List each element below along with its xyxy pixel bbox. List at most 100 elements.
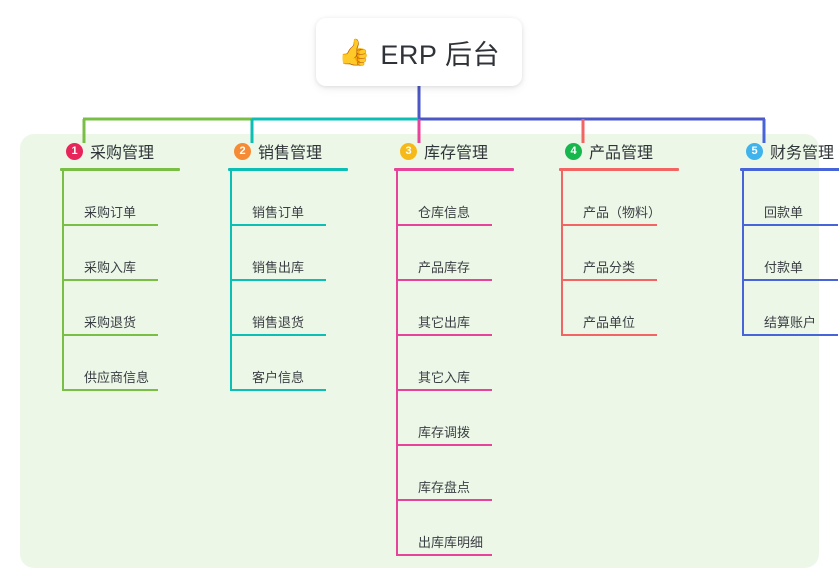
branch-item-rule bbox=[561, 279, 657, 281]
branch-item-rule bbox=[396, 224, 492, 226]
branch-index-badge: 5 bbox=[746, 142, 763, 160]
branch-index-badge: 2 bbox=[234, 142, 251, 160]
branch-header-rule bbox=[60, 168, 180, 171]
branch-item-rule bbox=[396, 499, 492, 501]
branch-columns: 1 采购管理采购订单采购入库采购退货供应商信息 2 销售管理销售订单销售出库销售退货客… bbox=[20, 134, 839, 568]
branch-item-label: 产品单位 bbox=[583, 315, 636, 330]
branch-column-1: 1 采购管理采购订单采购入库采购退货供应商信息 bbox=[48, 134, 208, 391]
branch-item-rule bbox=[230, 334, 326, 336]
branch-item[interactable]: 产品单位 bbox=[561, 281, 707, 336]
branch-item-rule bbox=[396, 444, 492, 446]
branch-item-rule bbox=[396, 279, 492, 281]
branch-item-label: 产品（物料） bbox=[583, 205, 662, 220]
branch-item-label: 库存盘点 bbox=[418, 480, 471, 495]
branch-item-rule bbox=[62, 389, 158, 391]
branch-header-5[interactable]: 5 财务管理 bbox=[728, 134, 839, 168]
branch-title: 产品管理 bbox=[589, 145, 654, 162]
branch-item-label: 产品库存 bbox=[418, 260, 471, 275]
branch-item-label: 结算账户 bbox=[764, 315, 817, 330]
branch-item-label: 销售订单 bbox=[252, 205, 305, 220]
branch-item[interactable]: 其它出库 bbox=[396, 281, 542, 336]
branch-item-label: 回款单 bbox=[764, 205, 804, 220]
branch-item-label: 出库库明细 bbox=[418, 535, 484, 550]
branch-item-rule bbox=[396, 389, 492, 391]
branch-item-label: 产品分类 bbox=[583, 260, 636, 275]
branch-item-label: 客户信息 bbox=[252, 370, 305, 385]
branch-item[interactable]: 付款单 bbox=[742, 226, 839, 281]
branch-item[interactable]: 库存盘点 bbox=[396, 446, 542, 501]
branch-item-rule bbox=[396, 554, 492, 556]
branch-item[interactable]: 采购退货 bbox=[62, 281, 208, 336]
branch-item[interactable]: 产品（物料） bbox=[561, 171, 707, 226]
branch-column-2: 2 销售管理销售订单销售出库销售退货客户信息 bbox=[216, 134, 376, 391]
branch-item[interactable]: 销售订单 bbox=[230, 171, 376, 226]
branch-item-rule bbox=[230, 224, 326, 226]
branch-item[interactable]: 产品库存 bbox=[396, 226, 542, 281]
branch-item[interactable]: 客户信息 bbox=[230, 336, 376, 391]
branch-item-label: 付款单 bbox=[764, 260, 804, 275]
branch-title: 财务管理 bbox=[770, 145, 835, 162]
branch-item-label: 其它入库 bbox=[418, 370, 471, 385]
branch-header-2[interactable]: 2 销售管理 bbox=[216, 134, 376, 168]
branch-item-list: 销售订单销售出库销售退货客户信息 bbox=[230, 171, 376, 391]
branch-item-rule bbox=[62, 224, 158, 226]
branch-item-rule bbox=[742, 279, 838, 281]
branch-item[interactable]: 仓库信息 bbox=[396, 171, 542, 226]
branch-item[interactable]: 销售出库 bbox=[230, 226, 376, 281]
branch-item-list: 回款单付款单结算账户 bbox=[742, 171, 839, 336]
branch-item-label: 销售退货 bbox=[252, 315, 305, 330]
branch-title: 库存管理 bbox=[424, 145, 489, 162]
branch-item-label: 销售出库 bbox=[252, 260, 305, 275]
branch-index-badge: 4 bbox=[565, 142, 582, 160]
branch-item[interactable]: 采购订单 bbox=[62, 171, 208, 226]
branch-item-list: 采购订单采购入库采购退货供应商信息 bbox=[62, 171, 208, 391]
branch-index-badge: 1 bbox=[66, 142, 83, 160]
branch-column-5: 5 财务管理回款单付款单结算账户 bbox=[728, 134, 839, 336]
branch-item-label: 仓库信息 bbox=[418, 205, 471, 220]
branch-item[interactable]: 库存调拨 bbox=[396, 391, 542, 446]
branch-item-list: 仓库信息产品库存其它出库其它入库库存调拨库存盘点出库库明细 bbox=[396, 171, 542, 556]
branch-item-label: 其它出库 bbox=[418, 315, 471, 330]
branch-title: 销售管理 bbox=[258, 145, 323, 162]
branch-item-label: 采购入库 bbox=[84, 260, 137, 275]
branch-header-rule bbox=[559, 168, 679, 171]
branch-item-rule bbox=[561, 224, 657, 226]
branch-item-rule bbox=[62, 279, 158, 281]
branch-item-rule bbox=[742, 224, 838, 226]
diagram-panel-background bbox=[20, 134, 819, 568]
branch-column-3: 3 库存管理仓库信息产品库存其它出库其它入库库存调拨库存盘点出库库明细 bbox=[382, 134, 542, 556]
root-node-title: ERP 后台 bbox=[380, 39, 500, 70]
branch-item-label: 采购订单 bbox=[84, 205, 137, 220]
branch-item-label: 采购退货 bbox=[84, 315, 137, 330]
branch-title: 采购管理 bbox=[90, 145, 155, 162]
branch-spine bbox=[396, 171, 398, 556]
branch-column-4: 4 产品管理产品（物料） 产品分类产品单位 bbox=[547, 134, 707, 336]
branch-header-rule bbox=[228, 168, 348, 171]
branch-item[interactable]: 采购入库 bbox=[62, 226, 208, 281]
branch-item[interactable]: 回款单 bbox=[742, 171, 839, 226]
branch-item-rule bbox=[396, 334, 492, 336]
branch-item[interactable]: 销售退货 bbox=[230, 281, 376, 336]
branch-item-list: 产品（物料） 产品分类产品单位 bbox=[561, 171, 707, 336]
branch-item-label: 库存调拨 bbox=[418, 425, 471, 440]
branch-item[interactable]: 结算账户 bbox=[742, 281, 839, 336]
branch-header-rule bbox=[740, 168, 839, 171]
branch-item-rule bbox=[62, 334, 158, 336]
branch-item-rule bbox=[230, 389, 326, 391]
branch-spine bbox=[561, 171, 563, 336]
branch-item[interactable]: 产品分类 bbox=[561, 226, 707, 281]
branch-header-1[interactable]: 1 采购管理 bbox=[48, 134, 208, 168]
root-node-card[interactable]: 👍 ERP 后台 bbox=[316, 18, 522, 86]
branch-item[interactable]: 供应商信息 bbox=[62, 336, 208, 391]
branch-index-badge: 3 bbox=[400, 142, 417, 160]
branch-spine bbox=[742, 171, 744, 336]
branch-item-rule bbox=[561, 334, 657, 336]
branch-item[interactable]: 其它入库 bbox=[396, 336, 542, 391]
branch-item-rule bbox=[742, 334, 838, 336]
branch-spine bbox=[62, 171, 64, 391]
thumbs-up-icon: 👍 bbox=[338, 37, 371, 67]
branch-spine bbox=[230, 171, 232, 391]
branch-item[interactable]: 出库库明细 bbox=[396, 501, 542, 556]
branch-header-4[interactable]: 4 产品管理 bbox=[547, 134, 707, 168]
branch-header-3[interactable]: 3 库存管理 bbox=[382, 134, 542, 168]
